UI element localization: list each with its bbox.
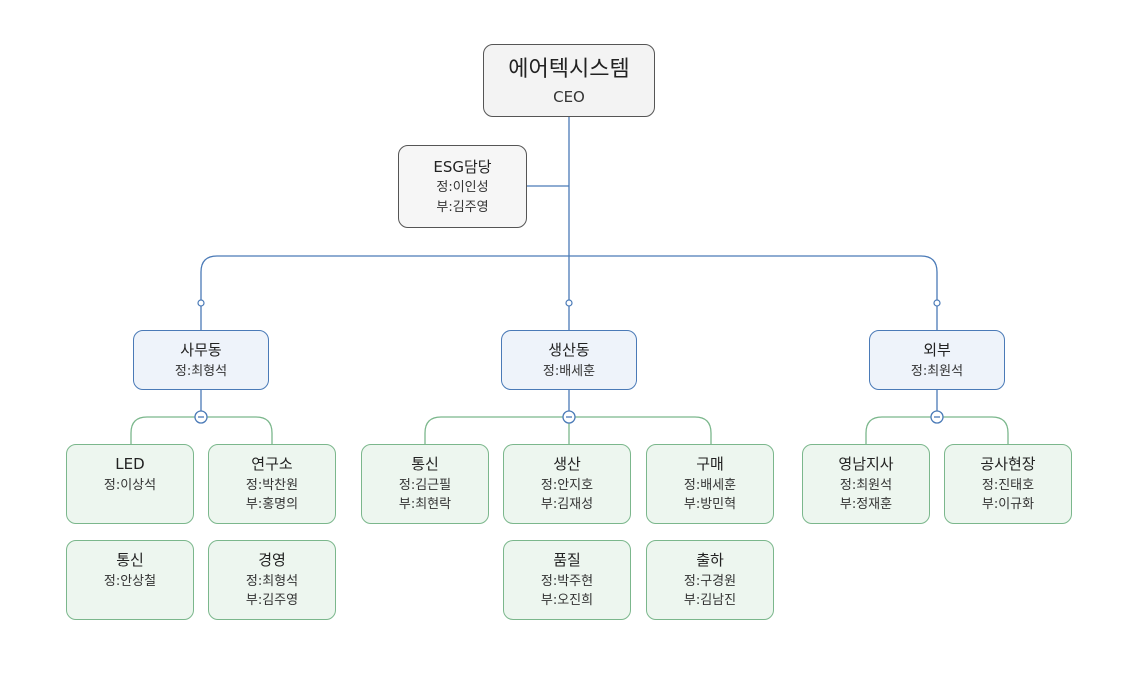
team-deputy: 부:오진희 — [540, 593, 594, 609]
dept-node-production[interactable]: 생산동 정:배세훈 — [501, 330, 637, 390]
dept-to-toggle-lines — [200, 390, 938, 411]
team-name: 구매 — [696, 455, 724, 474]
dept-name: 외부 — [923, 341, 951, 359]
dept-lead: 정:배세훈 — [542, 363, 596, 379]
team-lead: 정:김근필 — [398, 477, 452, 493]
esg-node[interactable]: ESG담당 정:이인성 부:김주영 — [398, 145, 527, 228]
collapse-toggle-icon[interactable] — [194, 410, 208, 424]
team-node[interactable]: 통신 정:안상철 — [66, 540, 194, 620]
esg-deputy: 부:김주영 — [436, 199, 489, 215]
team-node[interactable]: 연구소 정:박찬원 부:홍명의 — [208, 444, 336, 524]
esg-lead: 정:이인성 — [436, 180, 489, 196]
team-name: 연구소 — [251, 455, 293, 474]
team-deputy: 부:홍명의 — [245, 497, 299, 513]
dept-anchor-dot — [565, 299, 573, 307]
team-deputy: 부:김주영 — [245, 593, 299, 609]
team-node[interactable]: 영남지사 정:최원석 부:정재훈 — [802, 444, 930, 524]
dept-bus-line — [200, 255, 938, 300]
ceo-node[interactable]: 에어텍시스템 CEO — [483, 44, 655, 117]
team-name: LED — [115, 455, 145, 474]
team-node[interactable]: 출하 정:구경원 부:김남진 — [646, 540, 774, 620]
team-deputy: 부:이규화 — [981, 497, 1035, 513]
team-name: 생산 — [553, 455, 581, 474]
collapse-toggle-icon[interactable] — [930, 410, 944, 424]
dept-drop-lines — [200, 306, 938, 330]
ceo-company-name: 에어텍시스템 — [508, 56, 630, 82]
team-lead: 정:최원석 — [839, 477, 893, 493]
team-node[interactable]: 구매 정:배세훈 부:방민혁 — [646, 444, 774, 524]
team-node[interactable]: 품질 정:박주현 부:오진희 — [503, 540, 631, 620]
esg-name: ESG담당 — [433, 157, 492, 176]
ceo-title: CEO — [553, 87, 585, 106]
team-branch-lines-3 — [865, 416, 1009, 444]
team-name: 통신 — [411, 455, 439, 474]
dept-name: 생산동 — [548, 341, 590, 359]
team-lead: 정:이상석 — [103, 477, 157, 493]
team-name: 경영 — [258, 551, 286, 570]
team-deputy: 부:정재훈 — [839, 497, 893, 513]
collapse-toggle-icon[interactable] — [562, 410, 576, 424]
team-name: 통신 — [116, 551, 144, 570]
dept-node-external[interactable]: 외부 정:최원석 — [869, 330, 1005, 390]
team-node[interactable]: 공사현장 정:진태호 부:이규화 — [944, 444, 1072, 524]
team-branch-lines-1 — [130, 416, 273, 444]
team-lead: 정:배세훈 — [683, 477, 737, 493]
team-deputy: 부:김재성 — [540, 497, 594, 513]
dept-name: 사무동 — [180, 341, 222, 359]
team-lead: 정:박주현 — [540, 573, 594, 589]
team-name: 품질 — [553, 551, 581, 570]
team-name: 영남지사 — [838, 455, 894, 474]
team-lead: 정:진태호 — [981, 477, 1035, 493]
team-lead: 정:안지호 — [540, 477, 594, 493]
team-lead: 정:구경원 — [683, 573, 737, 589]
dept-lead: 정:최원석 — [910, 363, 964, 379]
team-deputy: 부:최현락 — [398, 497, 452, 513]
team-lead: 정:박찬원 — [245, 477, 299, 493]
team-deputy: 부:방민혁 — [683, 497, 737, 513]
dept-anchor-dot — [197, 299, 205, 307]
team-branch-lines-2 — [424, 416, 712, 444]
team-node[interactable]: LED 정:이상석 — [66, 444, 194, 524]
dept-lead: 정:최형석 — [174, 363, 228, 379]
dept-anchor-dot — [933, 299, 941, 307]
team-lead: 정:안상철 — [103, 573, 157, 589]
team-name: 공사현장 — [980, 455, 1036, 474]
team-node[interactable]: 경영 정:최형석 부:김주영 — [208, 540, 336, 620]
team-node[interactable]: 통신 정:김근필 부:최현락 — [361, 444, 489, 524]
team-deputy: 부:김남진 — [683, 593, 737, 609]
team-lead: 정:최형석 — [245, 573, 299, 589]
team-name: 출하 — [696, 551, 724, 570]
dept-node-office[interactable]: 사무동 정:최형석 — [133, 330, 269, 390]
team-node[interactable]: 생산 정:안지호 부:김재성 — [503, 444, 631, 524]
